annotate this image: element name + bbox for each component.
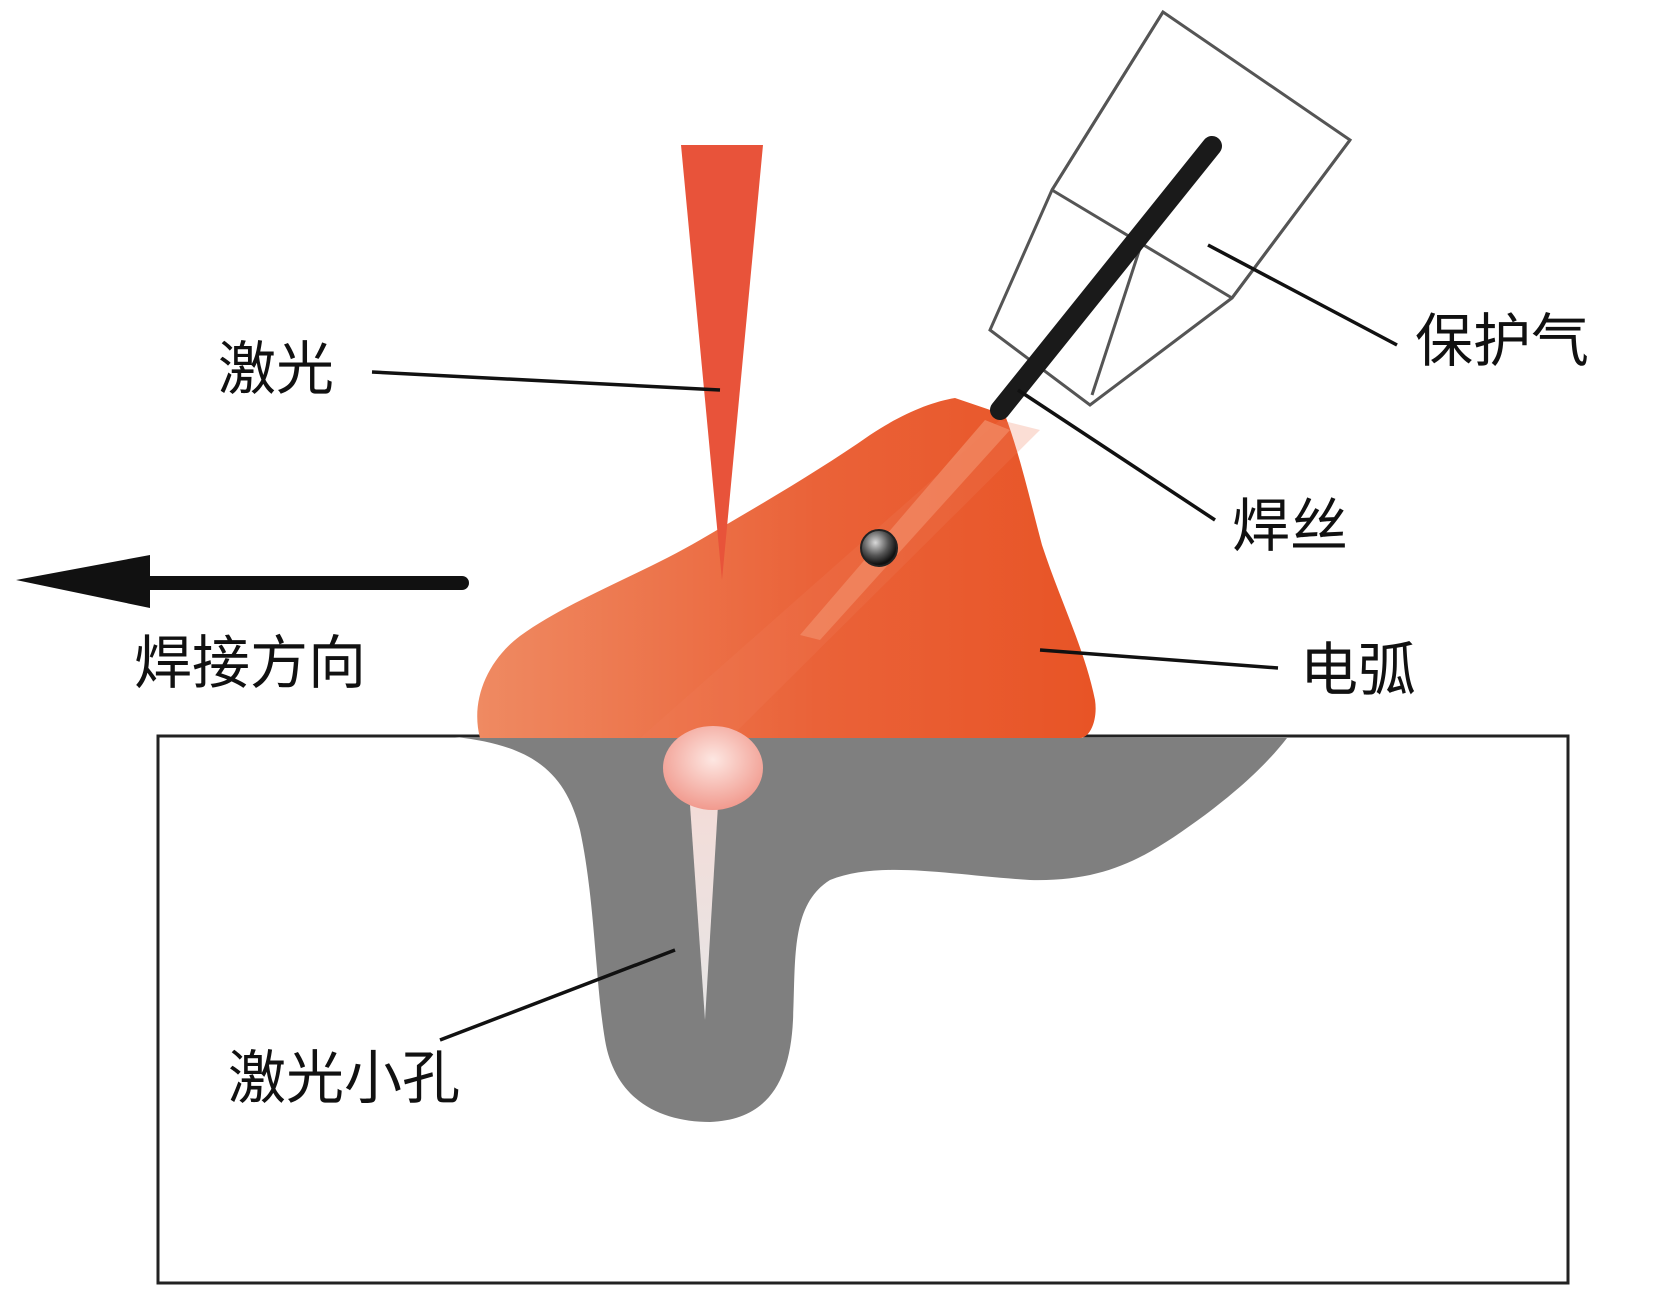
label-keyhole: 激光小孔 bbox=[228, 1044, 460, 1112]
label-arc: 电弧 bbox=[1300, 636, 1416, 704]
leader-keyhole bbox=[439, 948, 676, 1042]
welding-wire bbox=[990, 136, 1222, 420]
torch-nozzle bbox=[988, 9, 1353, 407]
welding-direction-arrow bbox=[16, 555, 469, 608]
leader-shielding-gas bbox=[1207, 243, 1398, 347]
label-laser: 激光 bbox=[218, 335, 334, 403]
arc-streak bbox=[800, 420, 1010, 640]
leader-arc bbox=[1039, 648, 1279, 670]
keyhole-needle bbox=[690, 805, 718, 1020]
weld-pool bbox=[455, 737, 1287, 1122]
keyhole-top bbox=[663, 726, 763, 810]
leader-laser bbox=[371, 370, 721, 392]
arc-shade bbox=[640, 420, 1040, 738]
leader-wire bbox=[1017, 388, 1216, 522]
label-wire: 焊丝 bbox=[1232, 492, 1348, 560]
label-welding-direction: 焊接方向 bbox=[134, 629, 366, 697]
laser-beam bbox=[681, 145, 763, 580]
wire-droplet bbox=[860, 529, 898, 567]
label-shielding-gas: 保护气 bbox=[1415, 307, 1589, 375]
